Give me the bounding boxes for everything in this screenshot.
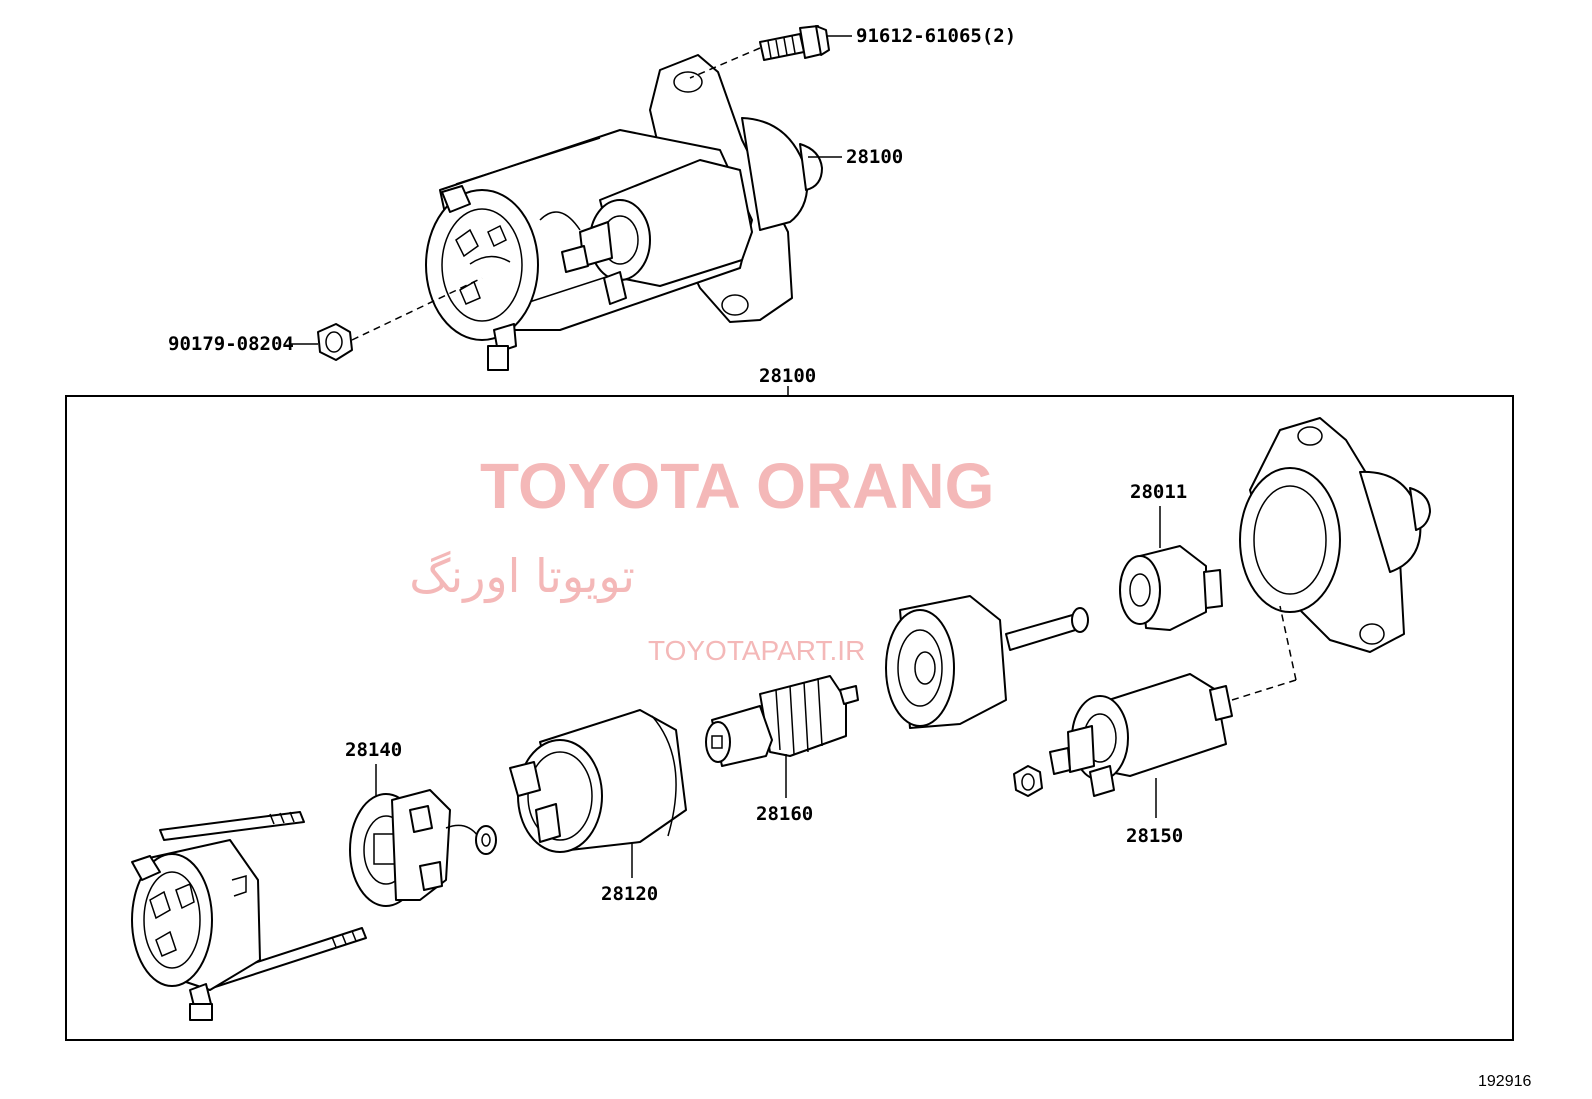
label-clutch: 28011 — [1130, 481, 1187, 503]
label-armature: 28160 — [756, 803, 813, 825]
label-assembly: 28100 — [759, 365, 816, 387]
label-bolt: 91612-61065(2) — [856, 25, 1016, 47]
bolt-part — [759, 25, 830, 61]
label-yoke: 28120 — [601, 883, 658, 905]
clutch-part — [1119, 545, 1223, 631]
watermark-title: TOYOTA ORANG — [480, 450, 994, 522]
end-frame-part — [131, 811, 367, 1021]
label-nut: 90179-08204 — [168, 333, 294, 355]
yoke-part — [509, 709, 687, 853]
label-starter-top: 28100 — [846, 146, 903, 168]
label-brush-holder: 28140 — [345, 739, 402, 761]
switch-nut-part — [1013, 765, 1043, 797]
watermark-site: TOYOTAPART.IR — [648, 635, 865, 666]
figure-reference: 192916 — [1478, 1073, 1531, 1090]
drive-housing-part — [1239, 417, 1431, 653]
label-switch: 28150 — [1126, 825, 1183, 847]
armature-part — [705, 675, 859, 767]
nut-part — [317, 323, 353, 361]
brush-holder-part — [349, 789, 497, 907]
magnet-switch-part — [1049, 673, 1233, 797]
drive-lever-part — [885, 595, 1089, 729]
watermark-persian: تویوتا اورنگ — [409, 549, 635, 604]
assembly-frame — [65, 395, 1514, 1041]
starter-assembly-drawing — [317, 25, 830, 371]
